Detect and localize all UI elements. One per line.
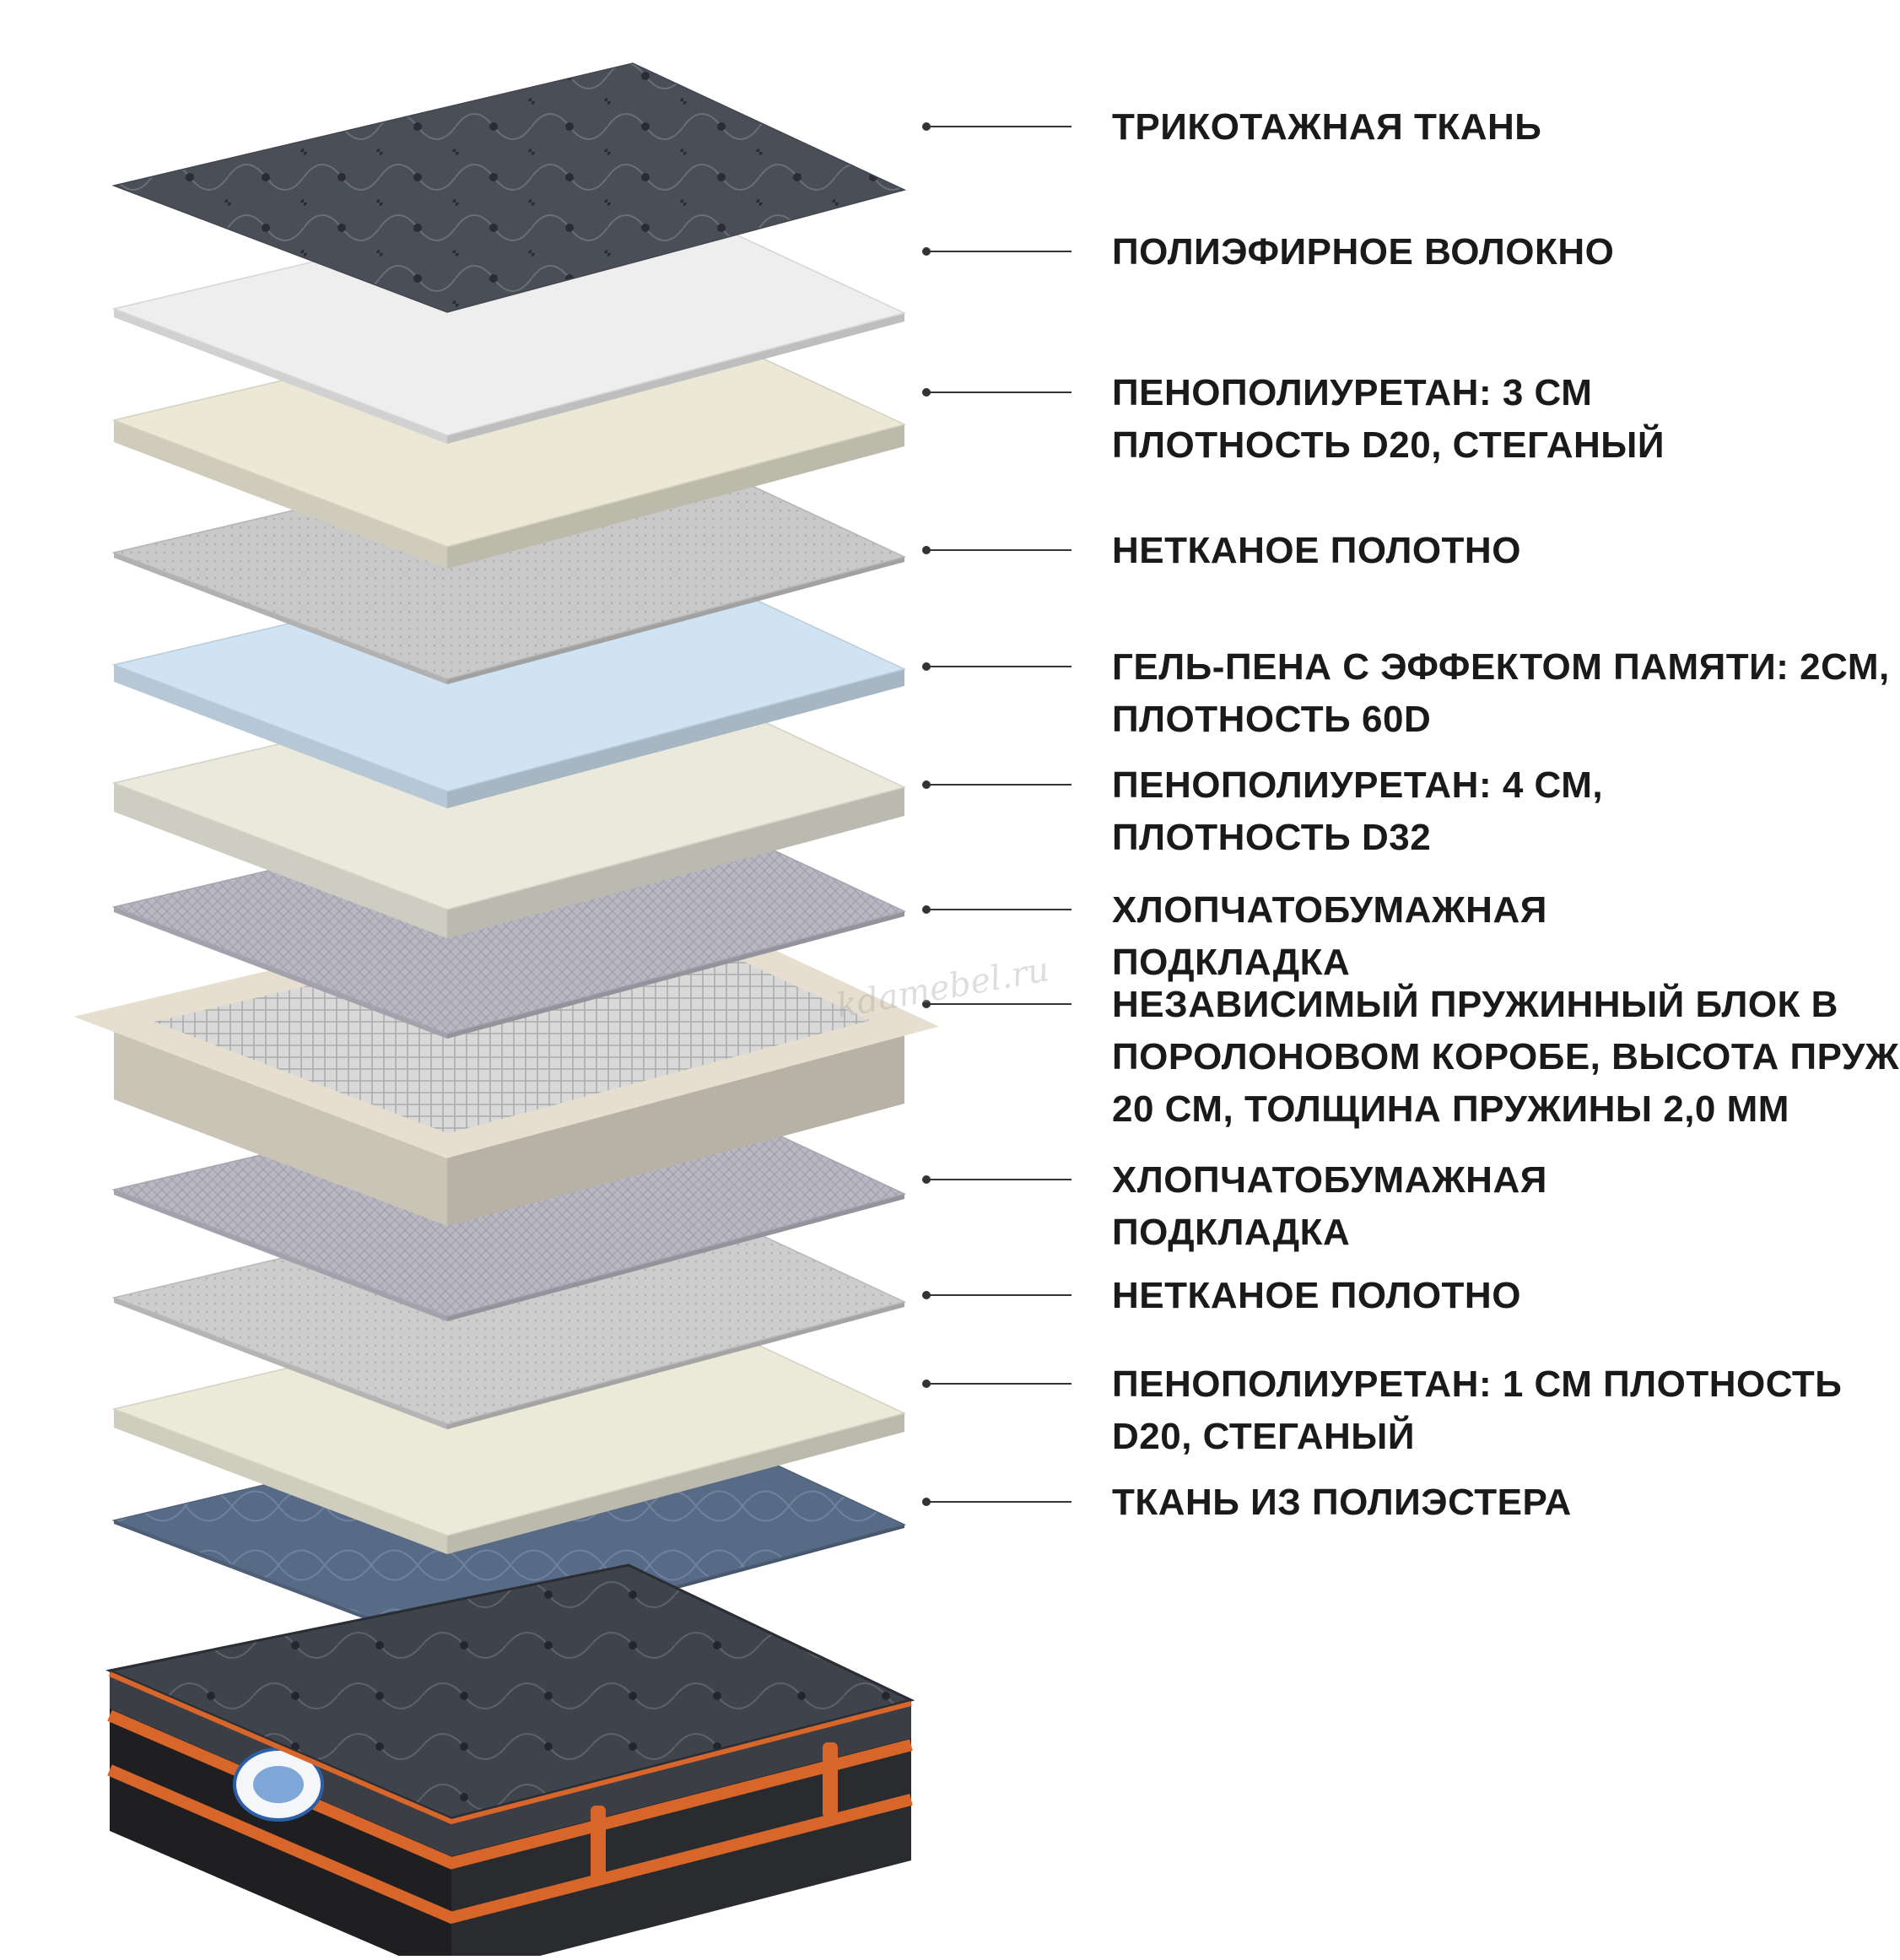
layer-polyester-fiber bbox=[111, 186, 907, 444]
label-line: ГЕЛЬ-ПЕНА С ЭФФЕКТОМ ПАМЯТИ: 2СМ, bbox=[1112, 646, 1890, 688]
label-polyester-fiber: ПОЛИЭФИРНОЕ ВОЛОКНО bbox=[1112, 226, 1888, 278]
layer-side-left bbox=[114, 309, 447, 444]
leader-dot bbox=[922, 1175, 931, 1184]
layer-side-right bbox=[447, 669, 904, 808]
layer-top-surface bbox=[111, 62, 907, 313]
label-line: ПЕНОПОЛИУРЕТАН: 3 СМ bbox=[1112, 372, 1593, 413]
label-cotton-pad-bottom: ХЛОПЧАТОБУМАЖНАЯ ПОДКЛАДКА bbox=[1112, 1154, 1888, 1259]
assembled-mattress bbox=[105, 1563, 915, 1960]
label-line: ПЕНОПОЛИУРЕТАН: 1 СМ ПЛОТНОСТЬ bbox=[1112, 1363, 1843, 1405]
label-knit-fabric: ТРИКОТАЖНАЯ ТКАНЬ bbox=[1112, 101, 1888, 154]
label-line: D20, СТЕГАНЫЙ bbox=[1112, 1416, 1415, 1457]
label-line: НЕЗАВИСИМЫЙ ПРУЖИННЫЙ БЛОК В bbox=[1112, 984, 1838, 1025]
label-ppu-4cm: ПЕНОПОЛИУРЕТАН: 4 СМ, ПЛОТНОСТЬ D32 bbox=[1112, 759, 1888, 864]
label-line: ПЛОТНОСТЬ 60D bbox=[1112, 699, 1432, 740]
label-line: ПОРОЛОНОВОМ КОРОБЕ, ВЫСОТА ПРУЖИН bbox=[1112, 1036, 1900, 1077]
leader-lines bbox=[922, 122, 1071, 1506]
label-line: ТКАНЬ ИЗ ПОЛИЭСТЕРА bbox=[1112, 1482, 1572, 1523]
layer-side-right bbox=[447, 1194, 904, 1321]
leader-dot bbox=[922, 662, 931, 671]
layer-side-left bbox=[114, 1298, 447, 1429]
label-line: ПЕНОПОЛИУРЕТАН: 4 СМ, bbox=[1112, 764, 1604, 806]
layer-side-right bbox=[447, 424, 904, 569]
layer-side-right bbox=[447, 1302, 904, 1429]
layer-side-right bbox=[447, 1023, 904, 1226]
label-spring-block: НЕЗАВИСИМЫЙ ПРУЖИННЫЙ БЛОК В ПОРОЛОНОВОМ … bbox=[1112, 979, 1900, 1136]
layer-side-left bbox=[114, 553, 447, 684]
label-gel-memory-foam: ГЕЛЬ-ПЕНА С ЭФФЕКТОМ ПАМЯТИ: 2СМ, ПЛОТНОС… bbox=[1112, 641, 1890, 746]
mattress-trim-band bbox=[107, 1764, 913, 1925]
layer-side-left bbox=[114, 1409, 447, 1554]
layer-side-left bbox=[114, 420, 447, 569]
label-nonwoven-top: НЕТКАНОЕ ПОЛОТНО bbox=[1112, 525, 1888, 577]
layer-knit-fabric bbox=[111, 62, 907, 313]
mattress-handle bbox=[823, 1742, 838, 1818]
leader-dot bbox=[922, 905, 931, 914]
layer-stack bbox=[73, 62, 939, 1650]
label-line: ПОЛИЭФИРНОЕ ВОЛОКНО bbox=[1112, 231, 1615, 273]
leader-dot bbox=[922, 122, 931, 131]
label-line: ПЛОТНОСТЬ D20, СТЕГАНЫЙ bbox=[1112, 424, 1665, 466]
label-polyester-fabric: ТКАНЬ ИЗ ПОЛИЭСТЕРА bbox=[1112, 1477, 1888, 1529]
label-line: 20 СМ, ТОЛЩИНА ПРУЖИНЫ 2,0 ММ bbox=[1112, 1088, 1789, 1130]
layer-side-left bbox=[114, 1190, 447, 1321]
label-cotton-pad-top: ХЛОПЧАТОБУМАЖНАЯ ПОДКЛАДКА bbox=[1112, 884, 1888, 989]
layer-side-left bbox=[114, 665, 447, 808]
layer-side-right bbox=[447, 1413, 904, 1554]
brand-badge-center bbox=[253, 1766, 304, 1803]
label-line: ТРИКОТАЖНАЯ ТКАНЬ bbox=[1112, 106, 1542, 148]
layer-side-left bbox=[114, 783, 447, 938]
mattress-handle bbox=[591, 1806, 606, 1882]
layer-side-right bbox=[447, 787, 904, 938]
leader-dot bbox=[922, 546, 931, 554]
mattress-top-surface bbox=[105, 1563, 915, 1820]
layer-side-left bbox=[114, 907, 447, 1039]
layer-side-right bbox=[447, 557, 904, 684]
layer-side-right bbox=[447, 911, 904, 1039]
leader-dot bbox=[922, 1291, 931, 1299]
label-line: ХЛОПЧАТОБУМАЖНАЯ bbox=[1112, 889, 1547, 931]
leader-dot bbox=[922, 388, 931, 397]
mattress-trim-band bbox=[107, 1709, 913, 1870]
label-line: НЕТКАНОЕ ПОЛОТНО bbox=[1112, 530, 1521, 571]
label-line: ПЛОТНОСТЬ D32 bbox=[1112, 817, 1432, 858]
label-ppu-1cm: ПЕНОПОЛИУРЕТАН: 1 СМ ПЛОТНОСТЬ D20, СТЕГА… bbox=[1112, 1358, 1888, 1463]
label-ppu-3cm: ПЕНОПОЛИУРЕТАН: 3 СМ ПЛОТНОСТЬ D20, СТЕГА… bbox=[1112, 367, 1888, 472]
leader-dot bbox=[922, 780, 931, 789]
leader-dot bbox=[922, 247, 931, 256]
label-line: ПОДКЛАДКА bbox=[1112, 942, 1351, 983]
leader-dot bbox=[922, 1380, 931, 1388]
leader-dot bbox=[922, 1498, 931, 1506]
label-line: ПОДКЛАДКА bbox=[1112, 1212, 1351, 1253]
layer-side-left bbox=[114, 1019, 447, 1226]
label-line: НЕТКАНОЕ ПОЛОТНО bbox=[1112, 1275, 1521, 1316]
leader-dot bbox=[922, 1000, 931, 1008]
label-line: ХЛОПЧАТОБУМАЖНАЯ bbox=[1112, 1159, 1547, 1201]
label-nonwoven-bottom: НЕТКАНОЕ ПОЛОТНО bbox=[1112, 1270, 1888, 1322]
mattress-piping bbox=[108, 1671, 912, 1825]
layer-side-right bbox=[447, 313, 904, 444]
